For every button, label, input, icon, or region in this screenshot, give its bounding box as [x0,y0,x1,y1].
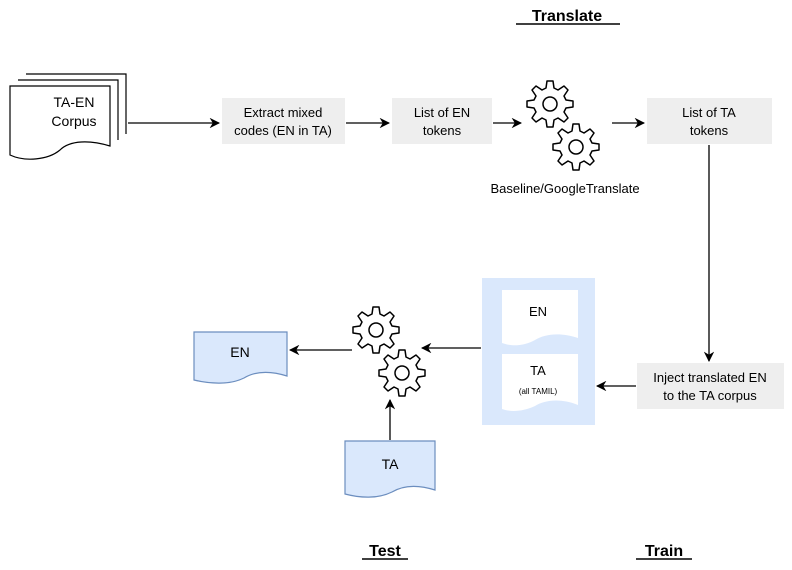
svg-text:Train: Train [645,543,683,560]
ta-tokens-box: List of TA tokens [647,98,772,144]
inject-label-1: Inject translated EN [653,370,766,385]
inject-label-2: to the TA corpus [663,388,757,403]
corpus-label-1: TA-EN [54,94,95,110]
extract-box: Extract mixed codes (EN in TA) [222,98,345,144]
heading-translate: Translate [516,8,620,25]
gear-icon [526,80,574,128]
train-data-panel: EN TA (all TAMIL) [482,278,595,425]
en-output-document: EN [193,331,288,384]
model-gears [352,306,426,397]
heading-test: Test [362,543,408,560]
svg-text:Translate: Translate [532,8,602,25]
gear-icon [352,306,400,354]
gear-icon [378,349,426,397]
train-ta-note: (all TAMIL) [519,387,558,396]
train-en-label: EN [529,304,547,319]
gear-icon [552,123,600,171]
en-tokens-label-2: tokens [423,123,462,138]
en-tokens-label-1: List of EN [414,105,470,120]
heading-train: Train [636,543,692,560]
corpus-document: TA-EN Corpus [9,73,127,160]
train-ta-label: TA [530,363,546,378]
en-output-label: EN [230,344,249,360]
ta-input-document: TA [344,440,436,498]
ta-tokens-label-2: tokens [690,123,729,138]
extract-label-1: Extract mixed [244,105,323,120]
translator-gears: Baseline/GoogleTranslate [490,80,640,196]
ta-input-label: TA [382,456,400,472]
en-tokens-box: List of EN tokens [392,98,492,144]
svg-text:Test: Test [369,543,401,560]
corpus-label-2: Corpus [51,113,96,129]
ta-tokens-label-1: List of TA [682,105,736,120]
extract-label-2: codes (EN in TA) [234,123,332,138]
arrows [128,117,715,440]
translator-caption: Baseline/GoogleTranslate [490,181,639,196]
inject-box: Inject translated EN to the TA corpus [637,363,784,409]
